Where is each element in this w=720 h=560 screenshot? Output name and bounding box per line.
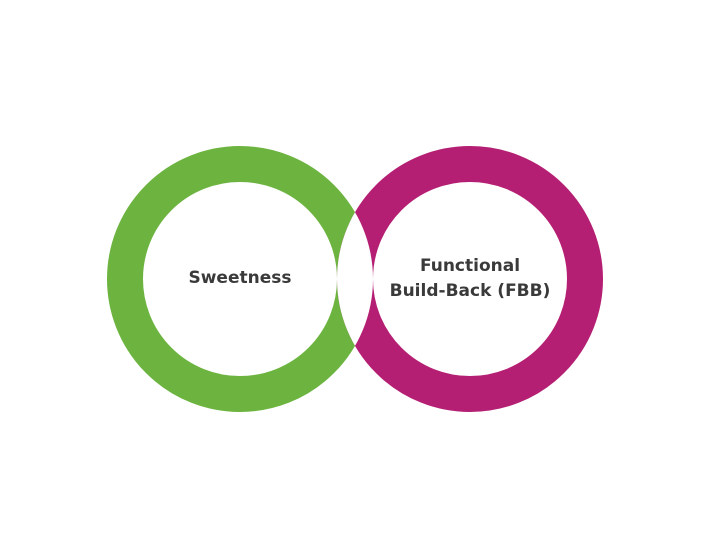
fbb-label: Functional Build-Back (FBB): [375, 254, 565, 304]
fbb-label-line1: Functional: [419, 256, 521, 276]
fbb-label-line2: Build-Back (FBB): [389, 281, 551, 301]
sweetness-label: Sweetness: [188, 268, 292, 288]
